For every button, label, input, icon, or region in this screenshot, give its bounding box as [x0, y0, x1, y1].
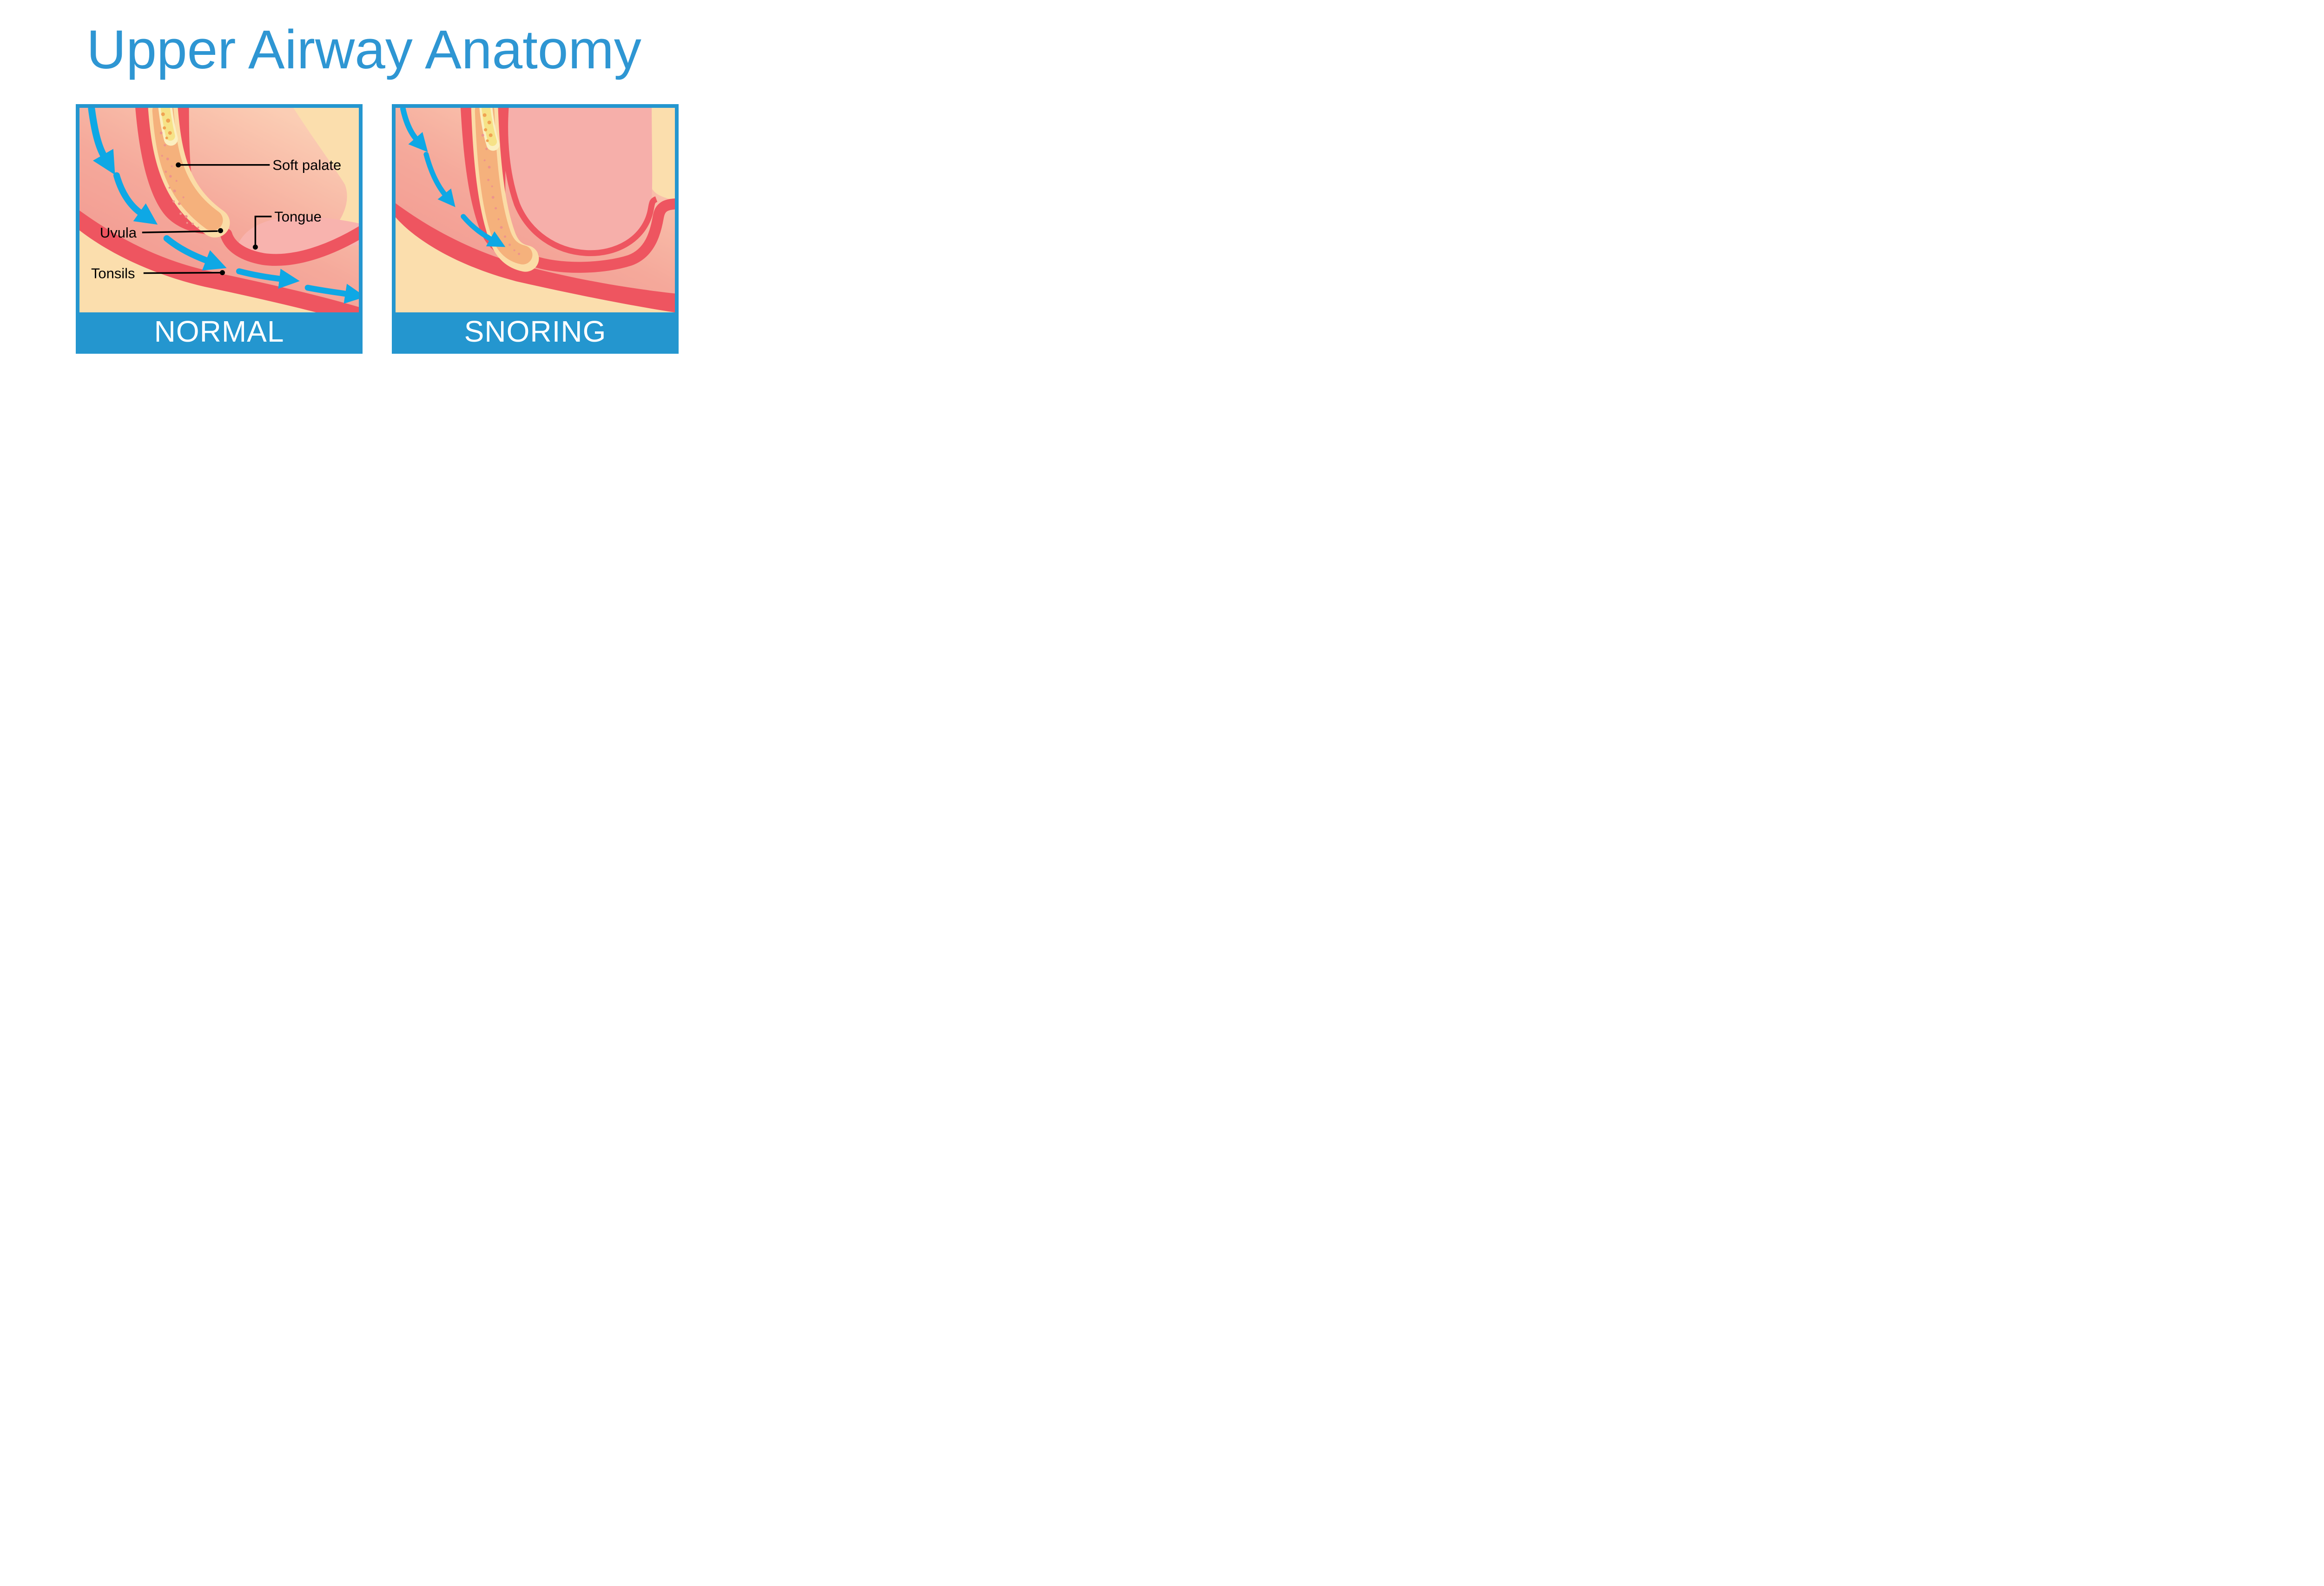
mouth-roof-region [648, 108, 675, 200]
panel-snoring: SNORING [392, 104, 679, 354]
tongue-leader-line [254, 216, 272, 246]
tongue-outline-band [502, 108, 658, 256]
lower-tissue-region [396, 217, 674, 312]
uvula-label: Uvula [100, 225, 137, 241]
palate-yellow-speckles [482, 113, 493, 142]
palate-speckles [159, 132, 199, 229]
annotations: Soft palate Tongue Uvula Tonsils [91, 157, 341, 281]
mouth-roof-region [293, 108, 359, 224]
snoring-anatomy-illustration [396, 108, 675, 312]
airflow-arrow [400, 108, 428, 152]
normal-caption: NORMAL [79, 312, 359, 350]
airflow-arrow [461, 214, 506, 247]
uvula-dot [218, 228, 223, 233]
tongue-shape [238, 216, 359, 261]
palate-yellow-speckles [161, 112, 172, 139]
airflow-arrows [400, 108, 506, 247]
tonsils-dot [219, 270, 225, 275]
airflow-arrow [236, 268, 300, 289]
soft-palate-label: Soft palate [272, 157, 341, 173]
airflow-arrow [423, 152, 456, 207]
pharyngeal-wall [396, 203, 675, 312]
tongue-outline-band [220, 226, 359, 266]
lower-tissue-region [79, 230, 316, 312]
under-tongue-band [528, 198, 675, 273]
normal-anatomy-illustration: Soft palate Tongue Uvula Tonsils [79, 108, 359, 312]
airflow-arrow [88, 108, 115, 175]
page-title: Upper Airway Anatomy [86, 19, 641, 80]
airflow-arrow [113, 172, 158, 225]
tongue-shape [502, 108, 658, 256]
palate-speckles [481, 133, 521, 255]
soft-palate-dot [176, 162, 181, 168]
uvula-leader-line [142, 230, 218, 233]
tongue-dot [252, 245, 258, 250]
soft-palate-shape [135, 108, 230, 238]
snoring-caption: SNORING [396, 312, 675, 350]
tongue-label: Tongue [274, 209, 322, 225]
soft-palate-annotation: Soft palate [176, 157, 341, 173]
pharyngeal-wall [79, 210, 359, 312]
uvula-annotation: Uvula [100, 225, 223, 241]
airflow-arrow [304, 284, 359, 304]
tongue-annotation: Tongue [252, 209, 322, 250]
tonsils-label: Tonsils [91, 265, 135, 282]
airflow-arrows [88, 108, 359, 304]
panel-normal: Soft palate Tongue Uvula Tonsils NORMAL [76, 104, 363, 354]
soft-palate-shape [460, 108, 539, 272]
airflow-arrow [163, 235, 227, 271]
tonsils-annotation: Tonsils [91, 265, 225, 282]
